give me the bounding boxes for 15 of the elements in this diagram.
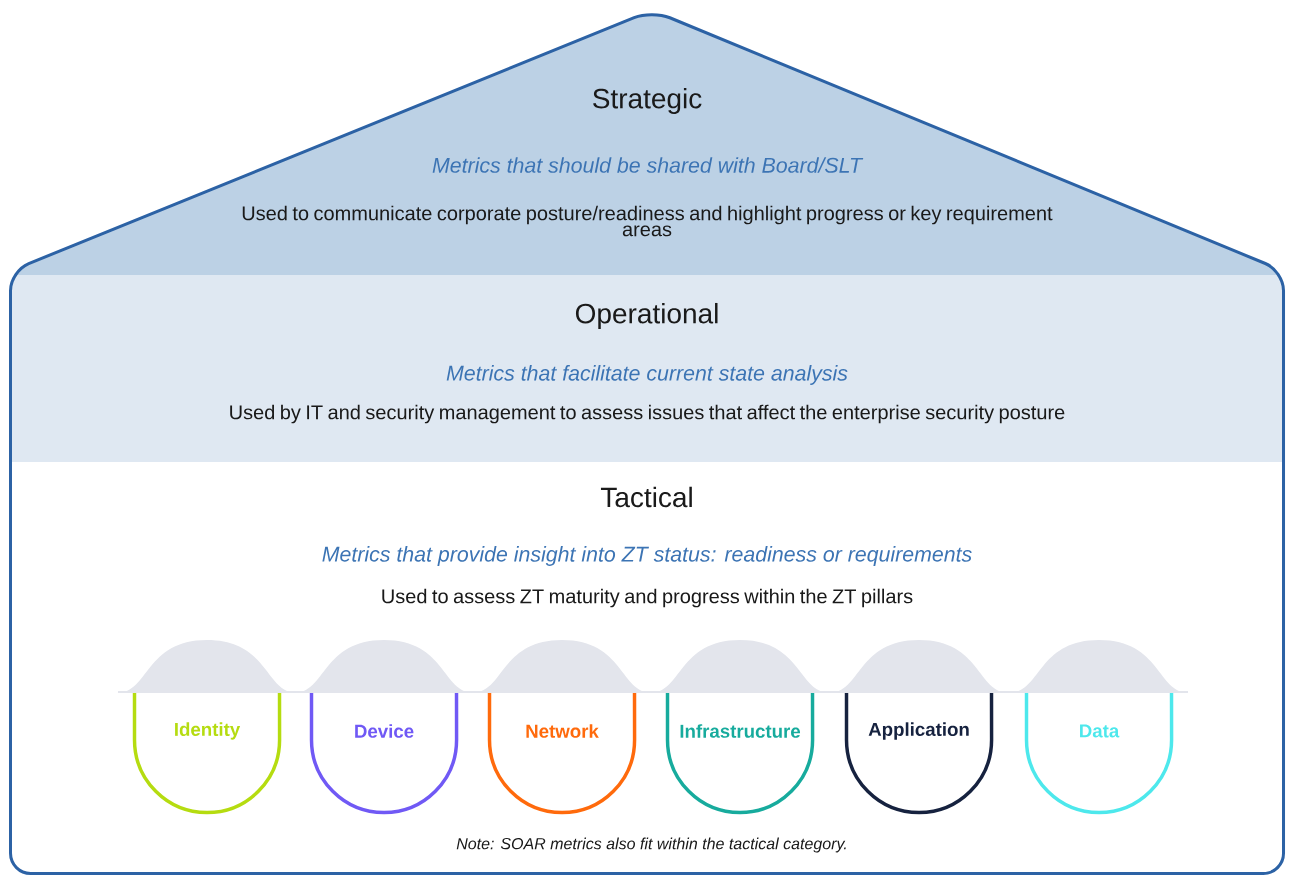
pillar: Network	[472, 640, 652, 815]
pillar: Application	[829, 640, 1009, 815]
band: Strategic Metrics that should be shared with Board/SLT Used to communicate corporate posture/readiness and highlight progress or key requirement areas	[12, 16, 1282, 275]
node-label: Infrastructure	[680, 724, 801, 738]
note: Note: SOAR metrics also fit within the tactical category.	[456, 837, 846, 853]
pillar: Data	[1009, 640, 1189, 815]
node-label: Identity	[175, 722, 241, 740]
pillar: Infrastructure	[650, 640, 830, 815]
node-label: Network	[526, 724, 599, 738]
node-label: Application	[868, 722, 969, 740]
node-label: Device	[355, 724, 414, 738]
pillar: Identity	[117, 640, 297, 815]
band: Operational Metrics that facilitate current state analysis Used by IT and security management to assess issues that affect the enterprise security posture	[12, 275, 1282, 462]
pillar: Device	[294, 640, 474, 815]
node-label: Data	[1080, 724, 1120, 738]
